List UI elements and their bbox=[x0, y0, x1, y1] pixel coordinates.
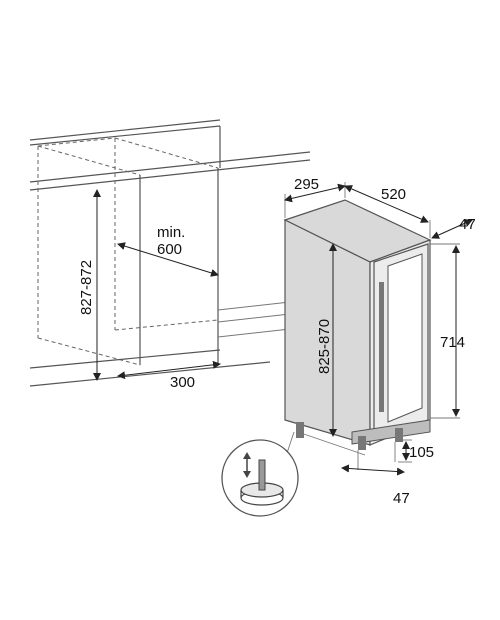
door-offset-label: 47 bbox=[459, 216, 476, 233]
adjustable-foot-icon bbox=[221, 439, 299, 517]
foot-height-dimension: 105 bbox=[398, 439, 434, 463]
door-height-label: 714 bbox=[440, 334, 465, 351]
foot-offset-label: 47 bbox=[393, 490, 410, 507]
niche-height-dimension: 827-872 bbox=[78, 189, 101, 381]
wine-cooler-drawing bbox=[283, 199, 432, 450]
niche-width-dimension: 300 bbox=[117, 360, 221, 391]
appliance-height-dimension: 825-870 bbox=[316, 243, 337, 437]
niche-depth-label-min: min. bbox=[157, 224, 185, 241]
foot-height-label: 105 bbox=[409, 444, 434, 461]
foot-offset-dimension: 47 bbox=[341, 442, 410, 507]
appliance-height-label: 825-870 bbox=[316, 319, 333, 374]
appliance-depth-dimension: 520 bbox=[344, 185, 431, 238]
appliance-width-dimension: 295 bbox=[284, 176, 346, 218]
niche-width-label: 300 bbox=[170, 374, 195, 391]
appliance-depth-label: 520 bbox=[381, 186, 406, 203]
niche-height-label: 827-872 bbox=[78, 260, 95, 315]
niche-depth-dimension: min. 600 bbox=[117, 224, 219, 277]
door-offset-dimension: 47 bbox=[431, 216, 476, 239]
door-height-dimension: 714 bbox=[430, 243, 465, 419]
appliance-width-label: 295 bbox=[294, 176, 319, 193]
niche-depth-label-value: 600 bbox=[157, 241, 182, 258]
up-down-arrow-icon bbox=[243, 452, 251, 478]
